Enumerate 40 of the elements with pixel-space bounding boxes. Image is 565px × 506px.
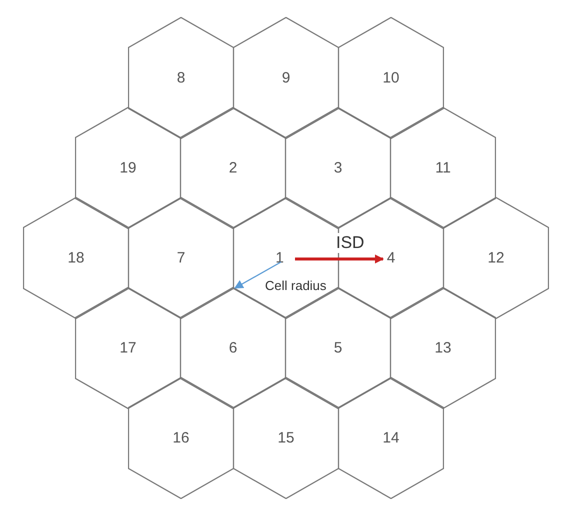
hexagon-cell xyxy=(338,377,444,499)
cell-number: 1 xyxy=(275,250,284,266)
cell-number: 5 xyxy=(334,340,342,356)
hexagon-cell xyxy=(338,17,444,139)
cell-number: 19 xyxy=(120,160,136,176)
hexagon-cell xyxy=(128,197,234,319)
cell-number: 17 xyxy=(120,340,136,356)
hexagon-cell xyxy=(285,107,391,229)
edge-label: Cell radius xyxy=(264,278,328,293)
arrow xyxy=(295,254,384,264)
hexagon-cell xyxy=(390,107,496,229)
cell-number: 13 xyxy=(434,340,452,356)
hexagon-cell xyxy=(233,17,339,139)
cell-number: 8 xyxy=(176,70,186,86)
hexagon-cell xyxy=(180,107,286,229)
cell-number: 18 xyxy=(68,250,84,266)
arrow xyxy=(234,261,282,289)
cell-number: 4 xyxy=(386,250,396,266)
hexagon-cell xyxy=(233,377,339,499)
hexagon-cell xyxy=(128,17,234,139)
hexagon-cell xyxy=(23,197,129,319)
edge-label: ISD xyxy=(335,233,366,253)
hexagon-cell xyxy=(338,197,444,319)
cell-number: 10 xyxy=(382,70,400,86)
cell-number: 3 xyxy=(334,160,342,176)
cell-number: 9 xyxy=(282,70,290,86)
hexagon-cell xyxy=(233,197,339,319)
cell-number: 12 xyxy=(488,250,504,266)
hexagon-cell xyxy=(128,377,234,499)
hexagon-cell xyxy=(443,197,549,319)
cell-number: 15 xyxy=(278,430,294,446)
hexagon-cell xyxy=(75,287,181,409)
hexagon-cell xyxy=(75,107,181,229)
cell-number: 11 xyxy=(435,160,451,176)
cell-number: 6 xyxy=(228,340,238,356)
cell-number: 16 xyxy=(172,430,190,446)
hexagon-cell xyxy=(390,287,496,409)
cell-number: 2 xyxy=(228,160,238,176)
cell-number: 14 xyxy=(382,430,400,446)
cell-number: 7 xyxy=(176,250,186,266)
